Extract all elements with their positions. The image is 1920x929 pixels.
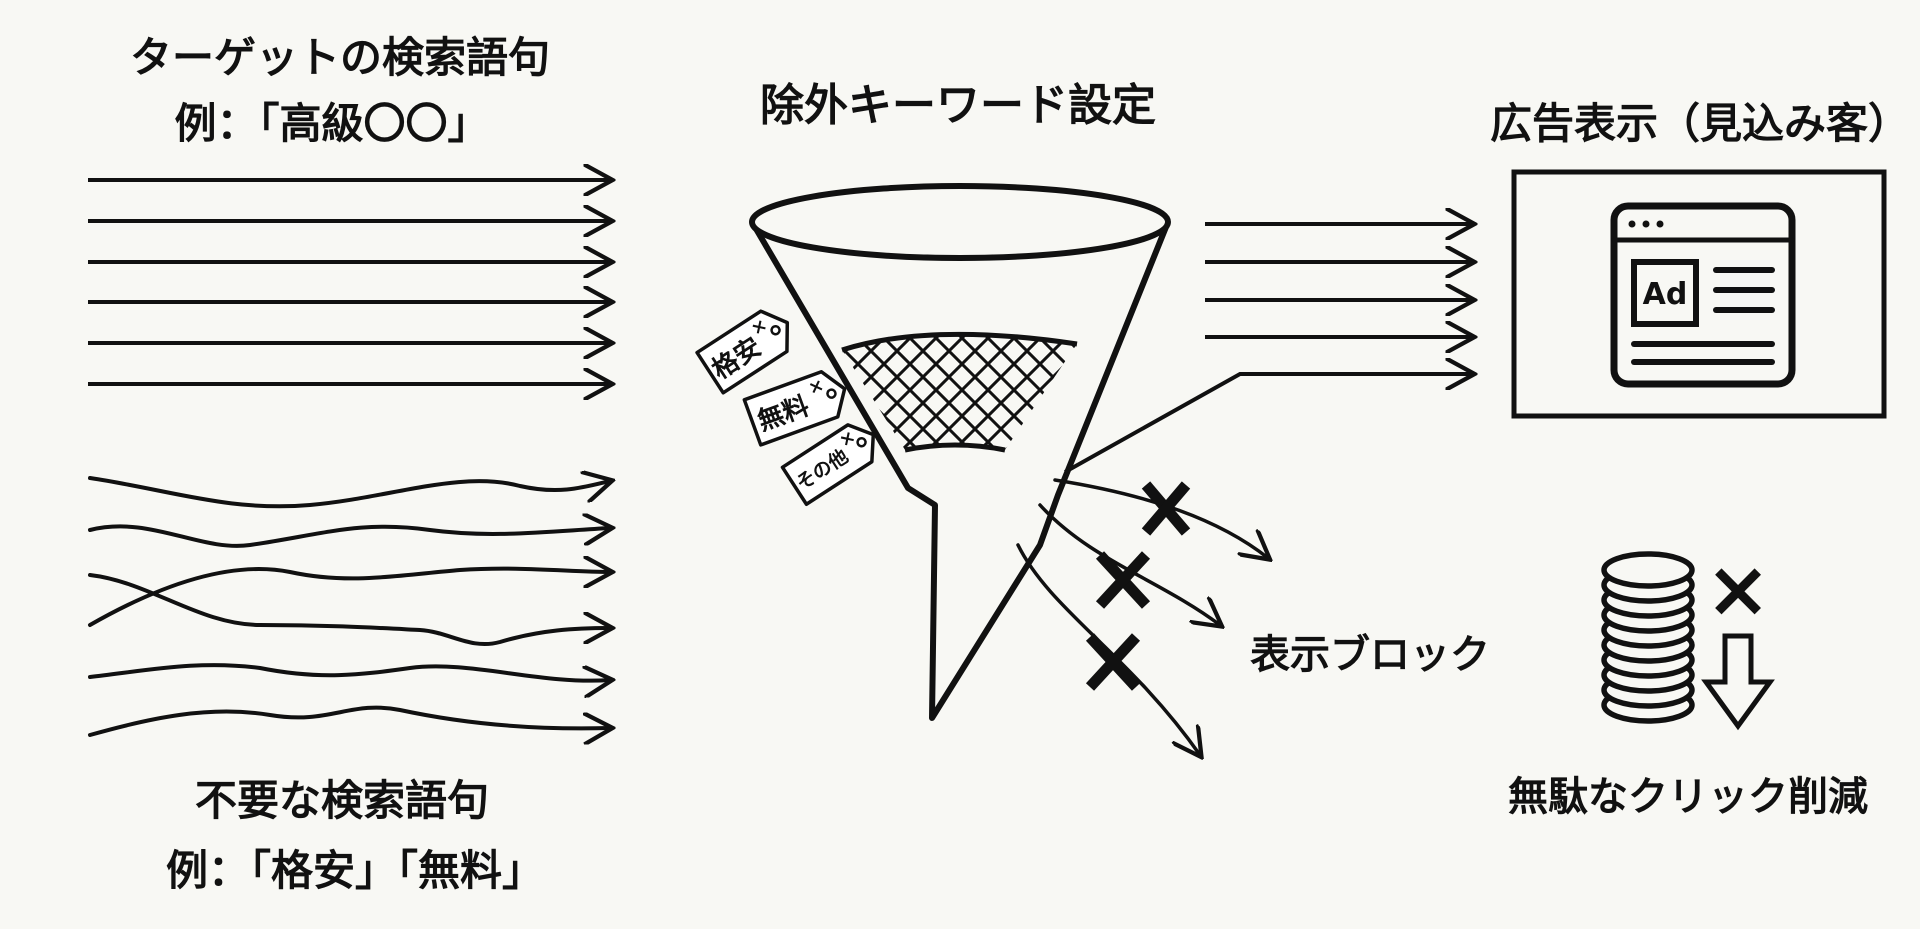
down-arrow-icon (1701, 633, 1775, 731)
unwanted-query-arrow (88, 573, 610, 647)
block-x-icon (1141, 481, 1191, 536)
unwanted-queries-example: 例：「格安」「無料」 (166, 846, 544, 895)
unwanted-query-arrow (88, 663, 610, 681)
unwanted-query-arrow (88, 526, 610, 548)
ad-arrow (1064, 374, 1472, 474)
unwanted-query-arrow (88, 705, 610, 735)
no-click-mark: × (1705, 545, 1770, 635)
unwanted-query-arrows (88, 478, 610, 735)
savings-label: 無駄なクリック削減 (1508, 774, 1868, 820)
funnel (749, 183, 1171, 721)
unwanted-query-arrow (88, 478, 610, 509)
ad-display-title: 広告表示（見込み客） (1490, 99, 1910, 148)
target-queries-title: ターゲットの検索語句 (130, 33, 550, 82)
block-marks (1085, 481, 1191, 691)
filter-title: 除外キーワード設定 (760, 80, 1156, 131)
blocked-arrows (1016, 478, 1268, 755)
blocked-arrow (1053, 478, 1268, 558)
browser-window-icon (1610, 202, 1796, 388)
block-x-icon (1095, 551, 1151, 609)
unwanted-queries-title: 不要な検索語句 (195, 776, 489, 825)
exclusion-tag-mark: × (806, 374, 827, 399)
target-queries-header: ターゲットの検索語句 例：「高級〇〇」 (130, 33, 550, 148)
exclusion-tag: 無料 × (742, 370, 847, 447)
target-queries-example: 例：「高級〇〇」 (174, 99, 489, 148)
funnel-rim (749, 183, 1171, 261)
ad-label: Ad (1643, 277, 1688, 312)
ad-display-panel: Ad (1511, 169, 1887, 419)
target-query-arrows (88, 180, 610, 384)
unwanted-query-arrow (88, 569, 610, 627)
ad-arrows (1064, 224, 1472, 474)
unwanted-queries-footer: 不要な検索語句 例：「格安」「無料」 (166, 776, 544, 895)
exclusion-tags: 格安 × 無料 × その他 × (695, 309, 876, 506)
funnel-mesh (841, 331, 1078, 453)
coin-stack-icon (1601, 551, 1695, 724)
exclusion-tag: その他 × (780, 423, 876, 506)
exclusion-tag: 格安 × (695, 309, 790, 395)
block-x-icon (1085, 633, 1141, 691)
blocked-label: 表示ブロック (1250, 632, 1490, 678)
